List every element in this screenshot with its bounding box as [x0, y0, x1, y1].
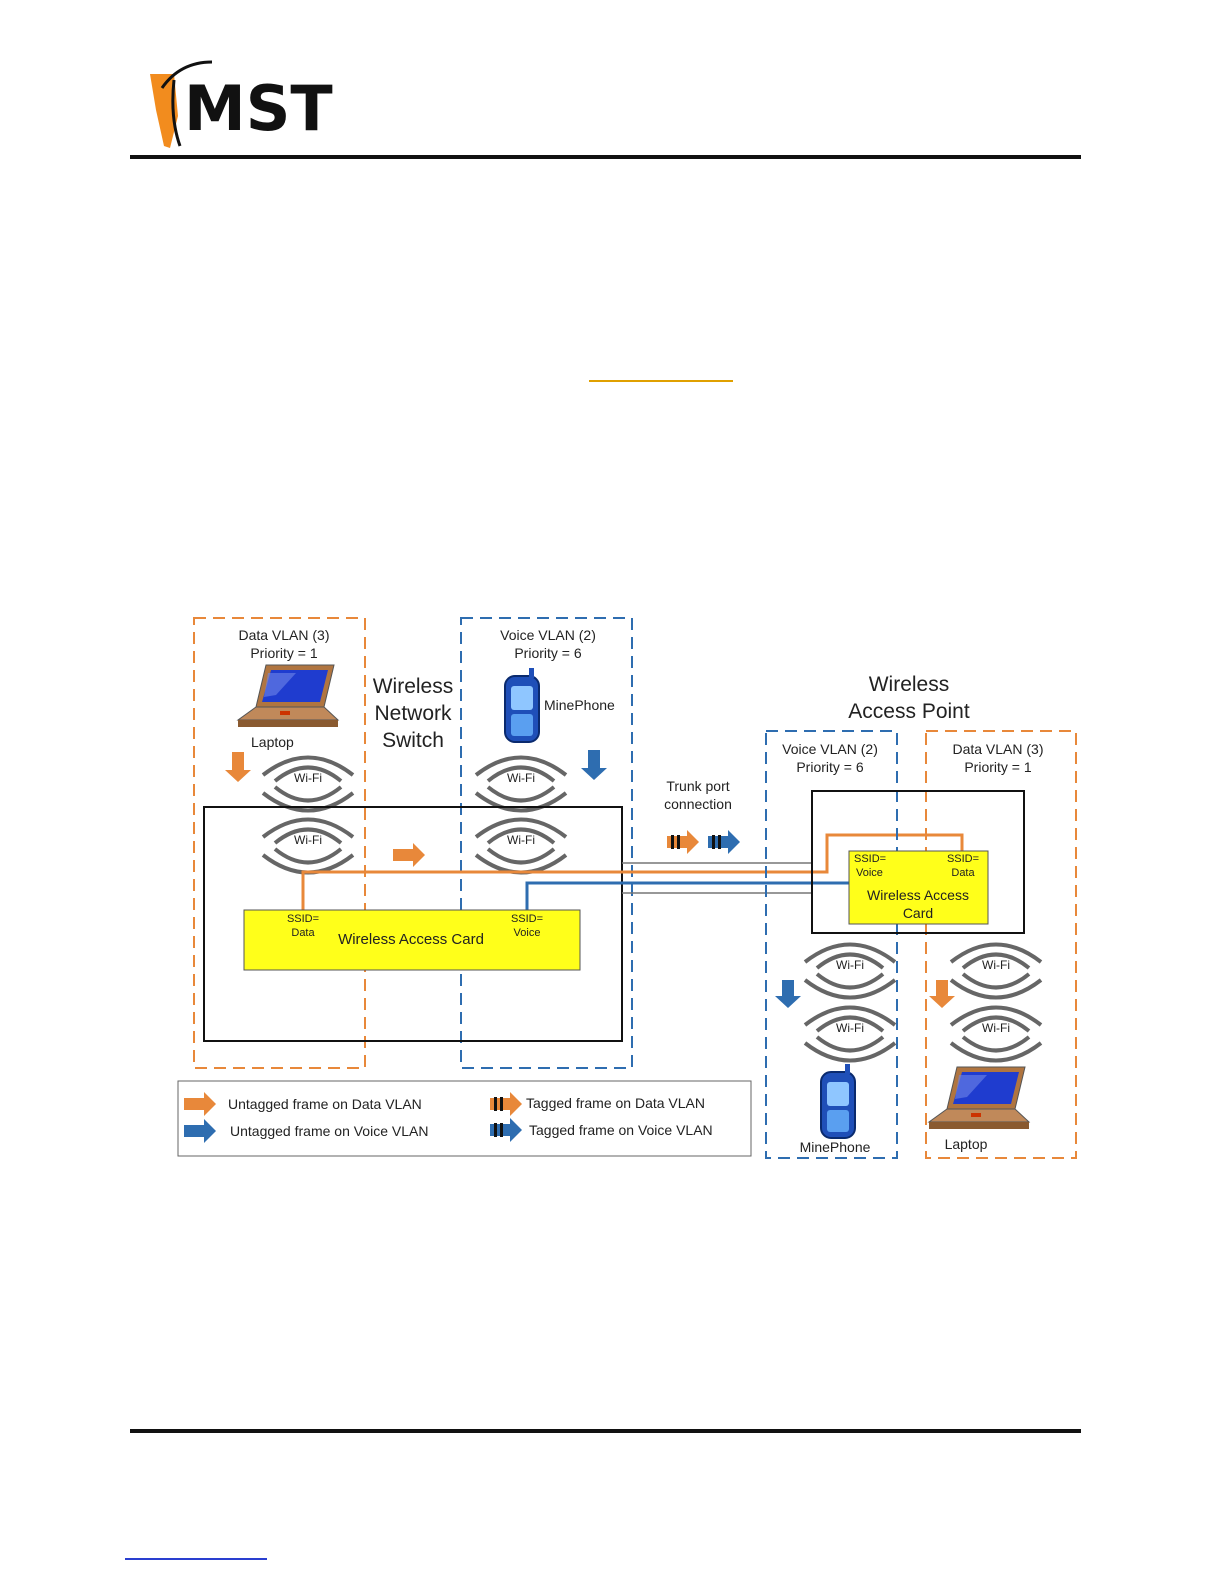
ap-card-label-line-2: Card [903, 905, 933, 921]
ap-ssid-data-line-2: Data [951, 867, 975, 879]
ap-title-line-1: Wireless [869, 673, 950, 696]
ap-ssid-data-line-1: SSID= [947, 853, 979, 865]
arrow-down-blue-icon [581, 750, 607, 780]
data-vlan-path [301, 833, 964, 910]
switch-title-line-3: Switch [382, 729, 444, 752]
switch-data-vlan-priority: Priority = 1 [250, 645, 318, 661]
ap-phone-label: MinePhone [800, 1139, 871, 1155]
switch-ssid-voice-line-1: SSID= [511, 913, 543, 925]
switch-voice-vlan-name: Voice VLAN (2) [500, 627, 596, 643]
ap-ssid-voice-line-1: SSID= [854, 853, 886, 865]
ap-ssid-voice-line-2: Voice [856, 867, 883, 879]
untagged-data-arrow-icon [393, 843, 425, 867]
ap-card-label-line-1: Wireless Access [867, 887, 969, 903]
wifi-label: Wi-Fi [836, 1021, 864, 1035]
arrow-down-blue-icon [775, 980, 801, 1008]
laptop-icon [928, 1066, 1030, 1130]
ap-voice-vlan-name: Voice VLAN (2) [782, 741, 878, 757]
tagged-voice-arrow-icon [708, 830, 740, 854]
legend-untagged-data-label: Untagged frame on Data VLAN [228, 1096, 422, 1112]
trunk-label-line-2: connection [664, 796, 732, 812]
ap-laptop-label: Laptop [945, 1136, 988, 1152]
switch-title-line-2: Network [374, 702, 452, 725]
voice-vlan-path [525, 881, 849, 910]
switch-data-vlan-name: Data VLAN (3) [238, 627, 329, 643]
logo-text: MST [184, 72, 333, 145]
ap-title-line-2: Access Point [848, 700, 970, 723]
legend-tagged-voice-label: Tagged frame on Voice VLAN [529, 1122, 713, 1138]
ap-data-vlan-priority: Priority = 1 [964, 759, 1032, 775]
legend-tagged-data-icon [490, 1092, 522, 1116]
wifi-label: Wi-Fi [294, 833, 322, 847]
switch-wireless-access-card [243, 909, 581, 971]
trunk-label-line-1: Trunk port [666, 778, 729, 794]
legend-untagged-voice-label: Untagged frame on Voice VLAN [230, 1123, 428, 1139]
tagged-data-arrow-icon [667, 830, 699, 854]
minephone-icon [504, 667, 540, 743]
wifi-label: Wi-Fi [982, 958, 1010, 972]
footer-hyperlink-underline[interactable] [125, 1558, 267, 1560]
wifi-label: Wi-Fi [507, 771, 535, 785]
arrow-down-orange-icon [929, 980, 955, 1008]
wifi-label: Wi-Fi [836, 958, 864, 972]
wifi-label: Wi-Fi [507, 833, 535, 847]
minephone-icon [820, 1063, 856, 1139]
ap-data-vlan-zone [925, 730, 1077, 1159]
switch-laptop-label: Laptop [251, 734, 294, 750]
access-point-box [811, 790, 1025, 934]
laptop-icon [237, 664, 339, 728]
network-switch-box [203, 806, 623, 1042]
ap-voice-vlan-priority: Priority = 6 [796, 759, 864, 775]
switch-voice-vlan-zone [460, 617, 633, 1069]
wifi-label: Wi-Fi [294, 771, 322, 785]
wifi-label: Wi-Fi [982, 1021, 1010, 1035]
switch-ssid-data-line-1: SSID= [287, 913, 319, 925]
mst-logo: MST [140, 58, 350, 153]
ap-wireless-access-card [848, 850, 989, 925]
ap-voice-vlan-zone [765, 730, 898, 1159]
switch-ssid-data-line-2: Data [291, 927, 315, 939]
legend-tagged-voice-icon [490, 1118, 522, 1142]
hyperlink-underline[interactable] [589, 380, 733, 382]
switch-data-vlan-zone [193, 617, 366, 1069]
switch-ssid-voice-line-2: Voice [514, 927, 541, 939]
legend-tagged-data-label: Tagged frame on Data VLAN [526, 1095, 705, 1111]
switch-voice-vlan-priority: Priority = 6 [514, 645, 582, 661]
ap-data-vlan-name: Data VLAN (3) [952, 741, 1043, 757]
switch-phone-label: MinePhone [544, 697, 615, 713]
footer-rule [130, 1429, 1081, 1433]
header-rule [130, 155, 1081, 159]
switch-title-line-1: Wireless [373, 675, 454, 698]
legend-box [177, 1080, 752, 1157]
arrow-down-orange-icon [225, 752, 251, 782]
switch-card-label: Wireless Access Card [338, 931, 484, 948]
